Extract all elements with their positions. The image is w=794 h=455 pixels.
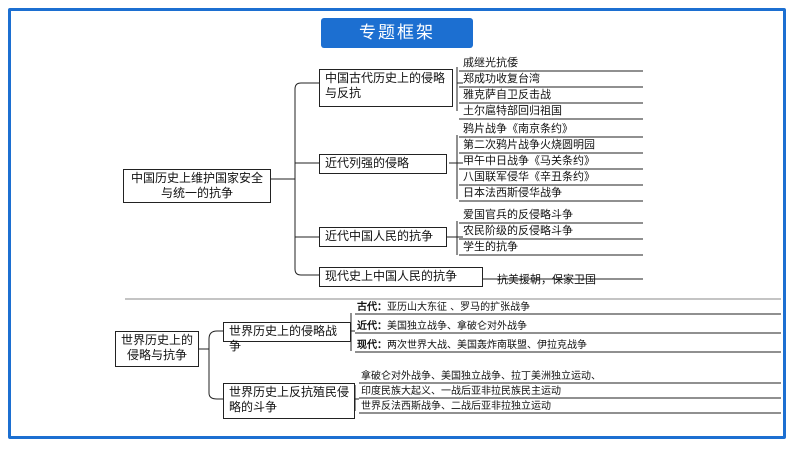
branch-label: 世界历史上的侵略战争 (229, 324, 338, 353)
list-item: 世界反法西斯战争、二战后亚非拉独立运动 (361, 401, 551, 412)
list-item: 郑成功收复台湾 (463, 72, 540, 85)
list-item: 农民阶级的反侵略斗争 (463, 224, 573, 237)
china-branch-modern-invasion: 近代列强的侵略 (319, 154, 447, 174)
connector-b2-trunk (449, 135, 463, 199)
world-branch-invasion: 世界历史上的侵略战争 (223, 322, 351, 353)
item-text: 美国独立战争、拿破仑对外战争 (387, 321, 527, 332)
list-item: 甲午中日战争《马关条约》 (463, 154, 595, 167)
list-item: 日本法西斯侵华战争 (463, 186, 562, 199)
slide-frame: 专题框架 (8, 8, 786, 439)
list-item: 第二次鸦片战争火烧圆明园 (463, 138, 595, 151)
china-branch-contemporary: 现代史上中国人民的抗争 (319, 267, 483, 287)
list-item: 爱国官兵的反侵略斗争 (463, 208, 573, 221)
era-label: 现代： (357, 340, 387, 351)
china-branch-ancient: 中国古代历史上的侵略与反抗 (319, 69, 453, 107)
slide-title: 专题框架 (321, 18, 473, 48)
list-item: 雅克萨自卫反击战 (463, 88, 551, 101)
connector-china-trunk (294, 82, 302, 276)
item-text: 亚历山大东征 、罗马的扩张战争 (387, 302, 531, 313)
list-item: 现代：两次世界大战、美国轰炸南联盟、伊拉克战争 (357, 339, 587, 352)
branch-label: 中国古代历史上的侵略与反抗 (325, 71, 446, 100)
china-root-label: 中国历史上维护国家安全与统一的抗争 (130, 171, 263, 200)
connector-world-trunk (208, 330, 218, 400)
branch-label: 现代史上中国人民的抗争 (325, 269, 458, 283)
china-root-node: 中国历史上维护国家安全与统一的抗争 (123, 169, 271, 203)
list-item: 近代：美国独立战争、拿破仑对外战争 (357, 320, 527, 333)
list-item: 戚继光抗倭 (463, 56, 518, 69)
item-text: 两次世界大战、美国轰炸南联盟、伊拉克战争 (387, 340, 587, 351)
world-branch-resistance: 世界历史上反抗殖民侵略的斗争 (223, 383, 355, 419)
list-item: 抗美援朝，保家卫国 (497, 273, 596, 286)
list-item: 印度民族大起义、一战后亚非拉民族民主运动 (361, 386, 561, 397)
branch-label: 世界历史上反抗殖民侵略的斗争 (229, 385, 350, 414)
list-item: 鸦片战争《南京条约》 (463, 122, 573, 135)
list-item: 八国联军侵华《辛丑条约》 (463, 170, 595, 183)
list-item: 土尔扈特部回归祖国 (463, 104, 562, 117)
branch-label: 近代列强的侵略 (325, 156, 410, 170)
connector-lines (125, 67, 781, 414)
world-root-node: 世界历史上的侵略与抗争 (115, 331, 199, 367)
list-item: 拿破仑对外战争、美国独立战争、拉丁美洲独立运动、 (361, 371, 601, 382)
connector-b1-trunk (456, 67, 463, 111)
china-branch-modern-resistance: 近代中国人民的抗争 (319, 227, 447, 247)
connector-b3-trunk (445, 221, 463, 255)
era-label: 古代： (357, 302, 387, 313)
branch-label: 近代中国人民的抗争 (325, 229, 434, 243)
list-item: 古代：亚历山大东征 、罗马的扩张战争 (357, 301, 530, 314)
world-root-label: 世界历史上的侵略与抗争 (121, 333, 194, 362)
list-item: 学生的抗争 (463, 240, 518, 253)
era-label: 近代： (357, 321, 387, 332)
